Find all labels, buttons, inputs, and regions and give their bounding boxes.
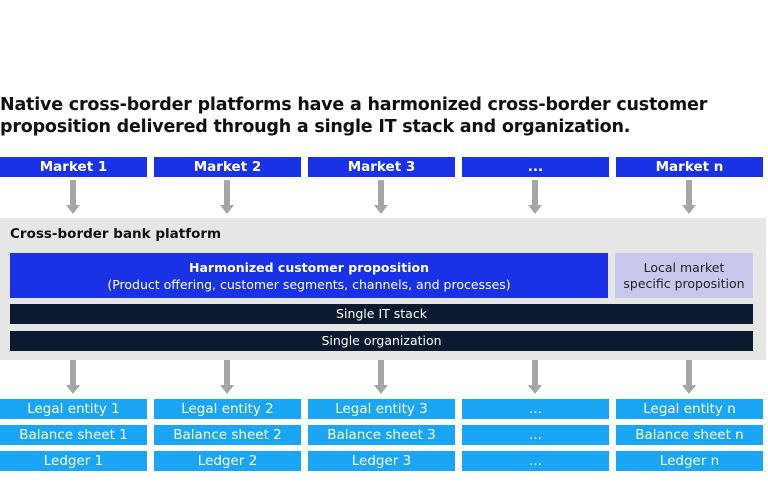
balance-sheet-ellipsis: ... xyxy=(462,425,609,445)
title-line-2: proposition delivered through a single I… xyxy=(0,117,631,137)
balance-sheet-2: Balance sheet 2 xyxy=(154,425,301,445)
ledger-2: Ledger 2 xyxy=(154,451,301,471)
down-arrow-icon xyxy=(66,180,80,214)
down-arrow-icon xyxy=(66,360,80,394)
local-line-2: specific proposition xyxy=(623,276,745,291)
harmonized-proposition-box: Harmonized customer proposition (Product… xyxy=(10,253,608,298)
platform-title: Cross-border bank platform xyxy=(10,226,222,242)
market-2-box: Market 2 xyxy=(154,157,301,177)
harmonized-title: Harmonized customer proposition xyxy=(189,260,429,275)
title-line-1: Native cross-border platforms have a har… xyxy=(0,95,708,115)
down-arrow-icon xyxy=(528,180,542,214)
market-3-box: Market 3 xyxy=(308,157,455,177)
down-arrow-icon xyxy=(374,360,388,394)
market-1-box: Market 1 xyxy=(0,157,147,177)
down-arrow-icon xyxy=(528,360,542,394)
organization-bar: Single organization xyxy=(10,331,753,351)
market-ellipsis-box: ... xyxy=(462,157,609,177)
it-stack-bar: Single IT stack xyxy=(10,304,753,324)
ledger-ellipsis: ... xyxy=(462,451,609,471)
balance-sheet-3: Balance sheet 3 xyxy=(308,425,455,445)
down-arrow-icon xyxy=(682,360,696,394)
local-proposition-box: Local market specific proposition xyxy=(615,253,753,298)
ledger-3: Ledger 3 xyxy=(308,451,455,471)
down-arrow-icon xyxy=(220,180,234,214)
legal-entity-3: Legal entity 3 xyxy=(308,399,455,419)
down-arrow-icon xyxy=(682,180,696,214)
ledger-n: Ledger n xyxy=(616,451,763,471)
legal-entity-2: Legal entity 2 xyxy=(154,399,301,419)
down-arrow-icon xyxy=(374,180,388,214)
legal-entity-ellipsis: ... xyxy=(462,399,609,419)
down-arrow-icon xyxy=(220,360,234,394)
market-n-box: Market n xyxy=(616,157,763,177)
legal-entity-1: Legal entity 1 xyxy=(0,399,147,419)
balance-sheet-n: Balance sheet n xyxy=(616,425,763,445)
diagram-title: Native cross-border platforms have a har… xyxy=(0,94,740,138)
harmonized-subtitle: (Product offering, customer segments, ch… xyxy=(107,277,511,292)
ledger-1: Ledger 1 xyxy=(0,451,147,471)
balance-sheet-1: Balance sheet 1 xyxy=(0,425,147,445)
local-line-1: Local market xyxy=(643,260,725,275)
legal-entity-n: Legal entity n xyxy=(616,399,763,419)
